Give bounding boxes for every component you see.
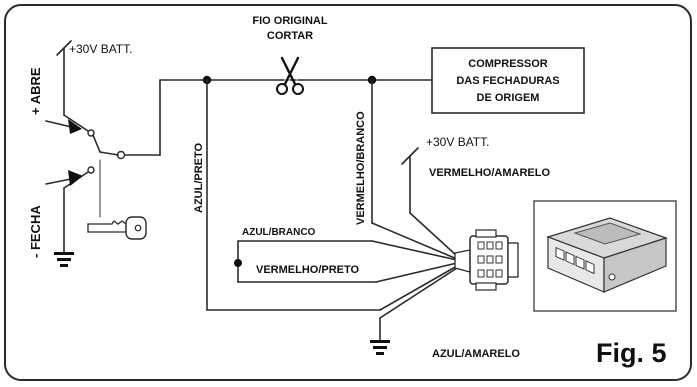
switch-fecha bbox=[45, 159, 101, 249]
compressor-line1: COMPRESSOR bbox=[468, 58, 548, 70]
batt-label-right: +30V BATT. bbox=[426, 135, 489, 149]
battery-feed-left: +30V BATT. bbox=[56, 40, 132, 116]
key-icon bbox=[87, 216, 147, 240]
battery-feed-right: +30V BATT. VERMELHO/AMARELO bbox=[401, 135, 550, 257]
azul-branco-label: AZUL/BRANCO bbox=[242, 227, 316, 238]
connector-icon bbox=[454, 229, 519, 291]
arrow-abre bbox=[68, 119, 82, 134]
azul-preto-label: AZUL/PRETO bbox=[193, 142, 205, 213]
compressor-line2: DAS FECHADURAS bbox=[456, 75, 559, 87]
diagram-frame bbox=[4, 4, 692, 381]
compressor-line3: DE ORIGEM bbox=[477, 92, 540, 104]
fecha-label: - FECHA bbox=[28, 205, 43, 258]
vermelho-amarelo-label: VERMELHO/AMARELO bbox=[429, 167, 550, 179]
abre-label: + ABRE bbox=[28, 67, 43, 115]
module-photo bbox=[533, 200, 677, 312]
figure-label: Fig. 5 bbox=[596, 338, 667, 368]
cut-label-line1: FIO ORIGINAL bbox=[252, 15, 327, 27]
azul-branco-vermelho-preto-loop: AZUL/BRANCO VERMELHO/PRETO bbox=[234, 227, 458, 283]
ground-icon-right bbox=[370, 340, 390, 355]
switch-abre bbox=[45, 114, 101, 153]
compressor-box: COMPRESSOR DAS FECHADURAS DE ORIGEM bbox=[431, 47, 585, 114]
vermelho-preto-label: VERMELHO/PRETO bbox=[256, 264, 360, 276]
scissors-icon bbox=[276, 56, 304, 95]
ground-icon bbox=[54, 247, 74, 267]
azul-amarelo-label: AZUL/AMARELO bbox=[432, 348, 520, 360]
batt-label-left: +30V BATT. bbox=[69, 42, 132, 56]
cut-label-line2: CORTAR bbox=[267, 30, 313, 42]
vermelho-branco-label: VERMELHO/BRANCO bbox=[355, 111, 367, 225]
arrow-fecha bbox=[68, 170, 83, 186]
